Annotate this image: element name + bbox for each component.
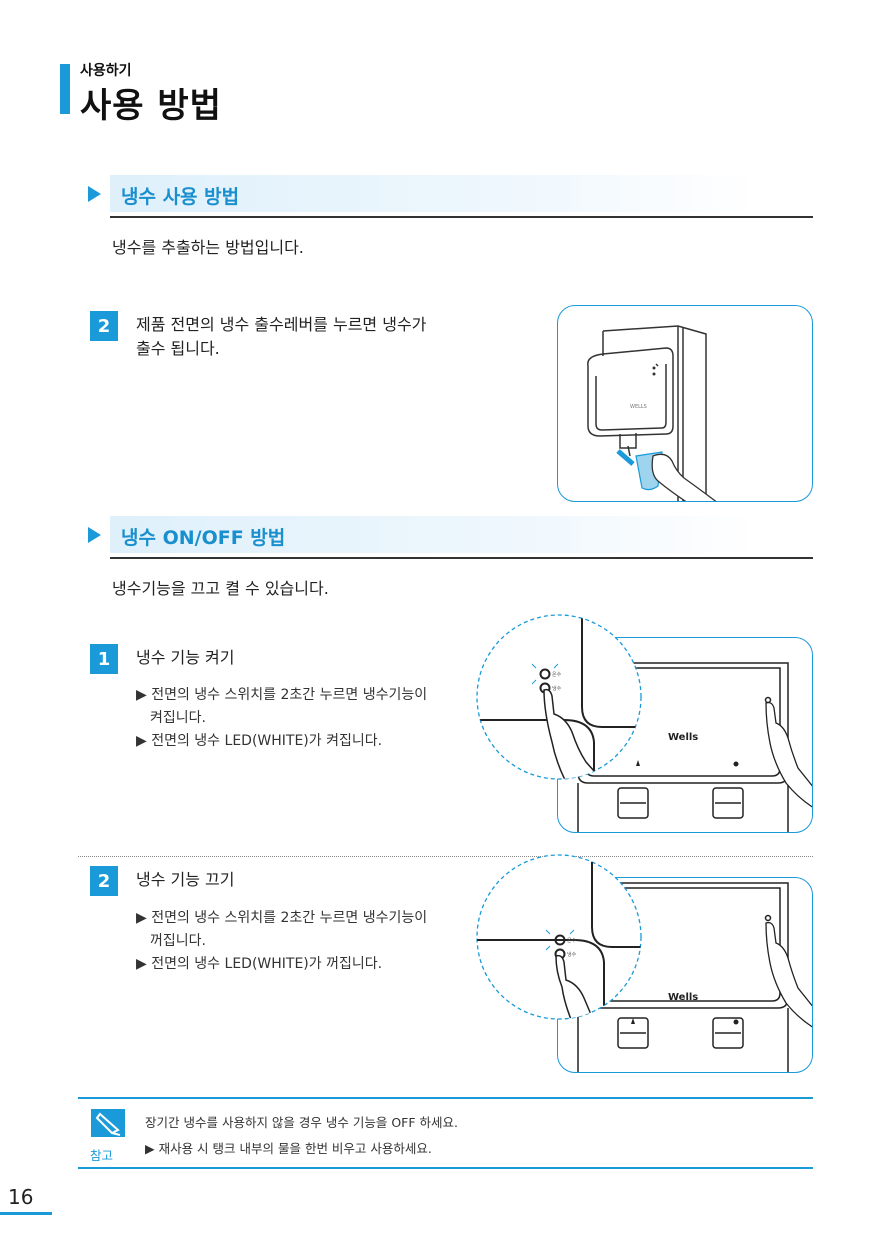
section2-divider xyxy=(110,557,813,559)
header-subtitle: 사용하기 xyxy=(80,63,132,79)
page-number-underline xyxy=(0,1212,52,1215)
step2-bullet2: ▶ 전면의 냉수 LED(WHITE)가 꺼집니다. xyxy=(136,956,383,972)
section1-description: 냉수를 추출하는 방법입니다. xyxy=(112,238,304,257)
dispense-illustration: WELLS xyxy=(557,305,813,502)
section2-step2-number: 2 xyxy=(90,866,118,896)
section1-band xyxy=(110,175,760,212)
section2-description: 냉수기능을 끄고 켤 수 있습니다. xyxy=(112,579,329,598)
section1-divider xyxy=(110,216,813,218)
purifier-front-off-icon: Wells xyxy=(577,882,812,1072)
purifier-dispense-icon: WELLS xyxy=(587,325,717,501)
step1-bullet1-line1: ▶ 전면의 냉수 스위치를 2초간 누르면 냉수기능이 xyxy=(136,687,428,703)
section1-step-line1: 제품 전면의 냉수 출수레버를 누르면 냉수가 xyxy=(136,315,427,334)
svg-text:온수: 온수 xyxy=(552,672,562,678)
step2-bullet1-line2: 꺼집니다. xyxy=(150,933,206,949)
section2-step1-title: 냉수 기능 켜기 xyxy=(136,648,235,667)
note-top-line xyxy=(78,1097,813,1099)
step-divider xyxy=(78,856,813,857)
section2-band xyxy=(110,516,760,553)
section2-step2-bullets: ▶ 전면의 냉수 스위치를 2초간 누르면 냉수기능이 꺼집니다. ▶ 전면의 … xyxy=(136,907,427,976)
section1-triangle-icon xyxy=(88,186,101,202)
pencil-icon xyxy=(91,1109,125,1137)
note-bottom-line xyxy=(78,1167,813,1169)
step1-bullet1-line2: 켜집니다. xyxy=(150,710,206,726)
brand-label: Wells xyxy=(668,732,698,743)
note-line2: ▶ 재사용 시 탱크 내부의 물을 한번 비우고 사용하세요. xyxy=(145,1141,432,1156)
step1-bullet2: ▶ 전면의 냉수 LED(WHITE)가 켜집니다. xyxy=(136,733,383,749)
section2-step1-bullets: ▶ 전면의 냉수 스위치를 2초간 누르면 냉수기능이 켜집니다. ▶ 전면의 … xyxy=(136,684,427,753)
section2-step2-title: 냉수 기능 끄기 xyxy=(136,870,235,889)
brand-label-2: Wells xyxy=(668,992,698,1003)
section2-triangle-icon xyxy=(88,527,101,543)
svg-text:냉수: 냉수 xyxy=(552,685,562,692)
svg-text:냉수: 냉수 xyxy=(567,951,577,958)
section1-step-text: 제품 전면의 냉수 출수레버를 누르면 냉수가 출수 됩니다. xyxy=(136,313,426,361)
purifier-front-on-icon: Wells xyxy=(577,662,812,832)
svg-text:WELLS: WELLS xyxy=(630,404,647,410)
switch-on-zoom: 온수 냉수 xyxy=(476,614,642,780)
section1-step-number: 2 xyxy=(90,311,118,341)
switch-off-zoom: 온수 냉수 xyxy=(476,854,642,1020)
section2-step1-number: 1 xyxy=(90,644,118,674)
section1-step-line2: 출수 됩니다. xyxy=(136,339,220,358)
header-accent-bar xyxy=(60,64,70,114)
section1-title: 냉수 사용 방법 xyxy=(121,186,240,208)
note-line1: 장기간 냉수를 사용하지 않을 경우 냉수 기능을 OFF 하세요. xyxy=(145,1115,458,1130)
svg-text:온수: 온수 xyxy=(567,938,577,944)
note-label: 참고 xyxy=(90,1148,114,1163)
page-number: 16 xyxy=(8,1185,34,1209)
step2-bullet1-line1: ▶ 전면의 냉수 스위치를 2초간 누르면 냉수기능이 xyxy=(136,910,428,926)
page-title: 사용 방법 xyxy=(80,86,222,126)
section2-title: 냉수 ON/OFF 방법 xyxy=(121,527,286,549)
